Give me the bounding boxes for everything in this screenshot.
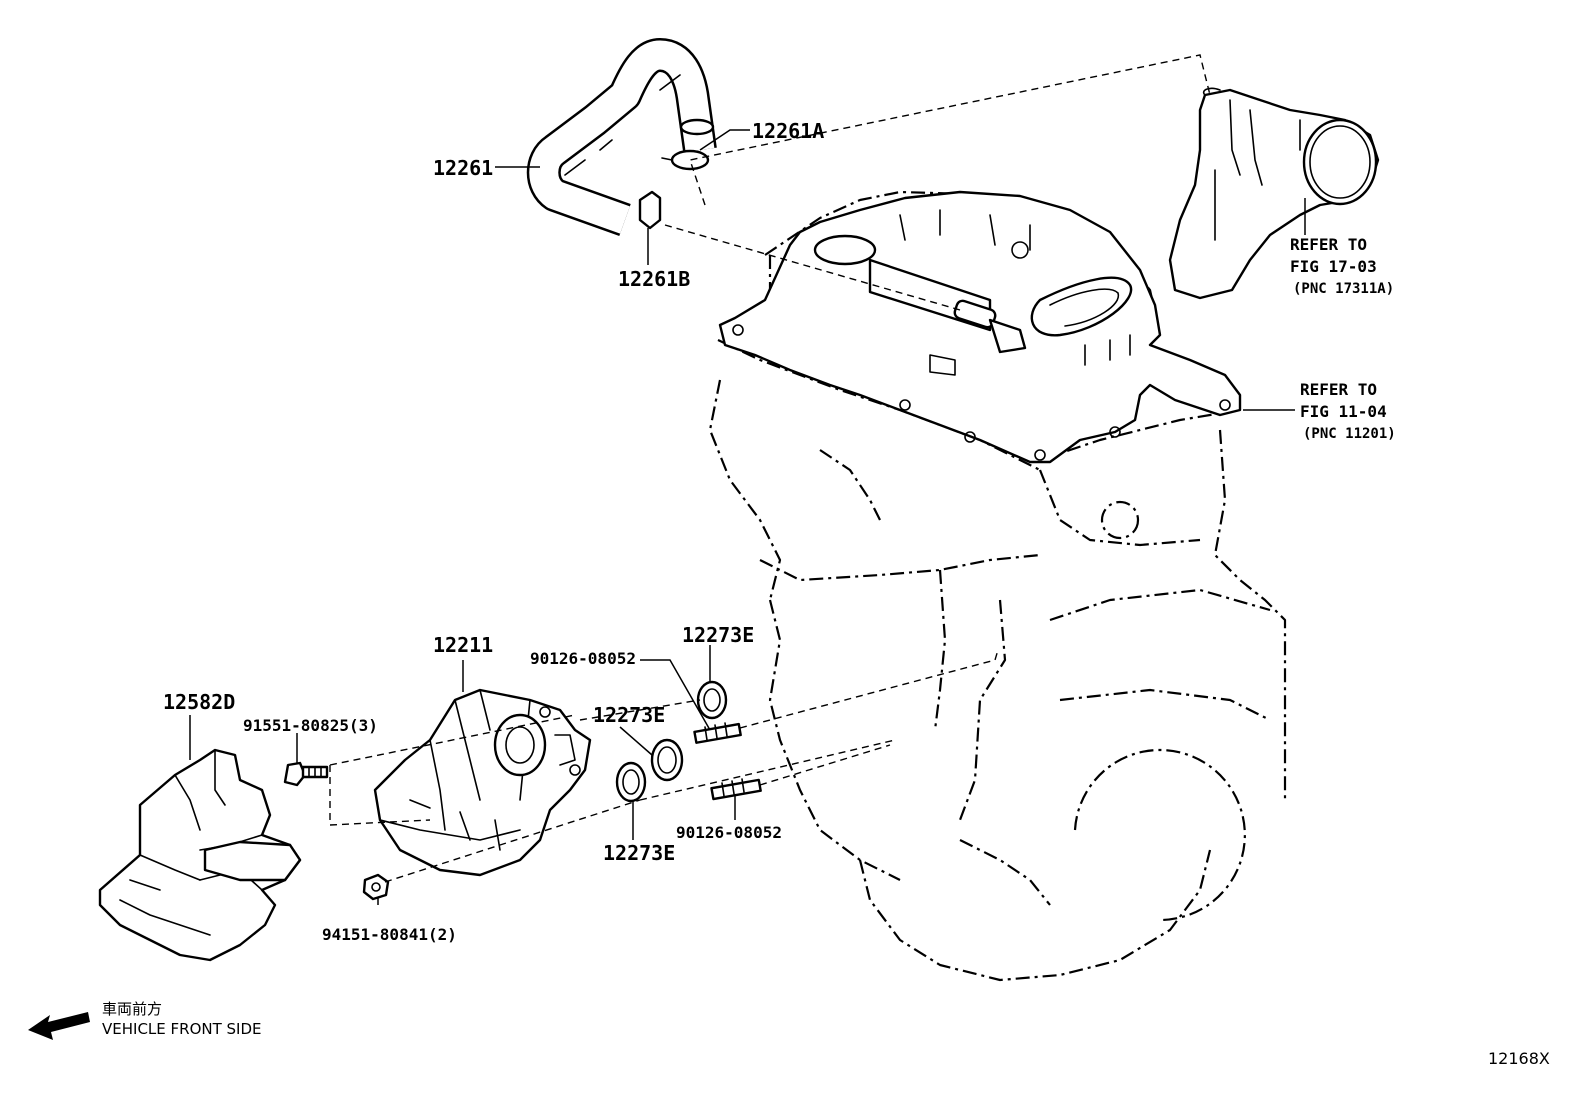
bolt-91551 xyxy=(283,761,329,787)
label-pump-12211: 12211 xyxy=(433,633,493,657)
ref-intake-line3: (PNC 17311A) xyxy=(1293,281,1394,297)
label-clamp-12261b: 12261B xyxy=(618,267,690,291)
leader-lines xyxy=(189,129,1306,905)
label-hose-12261: 12261 xyxy=(433,156,493,180)
direction-en: VEHICLE FRONT SIDE xyxy=(102,1020,262,1038)
ref-engine-line3: (PNC 11201) xyxy=(1303,426,1396,442)
assembly-lines xyxy=(329,54,1211,883)
insulator-12582d xyxy=(98,748,302,962)
ref-engine-line1: REFER TO xyxy=(1300,380,1377,399)
label-nut: 94151-80841(2) xyxy=(322,925,457,944)
intake-pipe xyxy=(1168,87,1380,300)
direction-jp: 車両前方 xyxy=(102,1000,162,1018)
figure-code: 12168X xyxy=(1488,1049,1550,1068)
gasket-mid xyxy=(650,738,684,782)
water-pump-12211 xyxy=(373,688,592,877)
hose-12261 xyxy=(526,38,717,237)
front-arrow-icon xyxy=(28,1012,90,1040)
label-stud-upper: 90126-08052 xyxy=(530,649,636,668)
nut-94151 xyxy=(362,873,390,901)
label-insulator-12582d: 12582D xyxy=(163,690,235,714)
ref-intake-line1: REFER TO xyxy=(1290,235,1367,254)
label-bolt: 91551-80825(3) xyxy=(243,716,378,735)
clamp-12261b xyxy=(638,190,662,230)
cylinder-head xyxy=(718,190,1242,464)
label-clamp-12261a: 12261A xyxy=(752,119,824,143)
label-clamp-e-mid: 12273E xyxy=(593,703,665,727)
ref-intake-line2: FIG 17-03 xyxy=(1290,257,1377,276)
gasket-top xyxy=(696,680,728,720)
label-stud-lower: 90126-08052 xyxy=(676,823,782,842)
stud-upper xyxy=(693,722,742,744)
front-direction-indicator: 車両前方 VEHICLE FRONT SIDE xyxy=(28,1000,262,1040)
label-clamp-e-bottom: 12273E xyxy=(603,841,675,865)
stud-lower xyxy=(710,778,762,801)
ref-engine-line2: FIG 11-04 xyxy=(1300,402,1387,421)
clamp-12261a xyxy=(661,149,710,171)
label-clamp-e-top: 12273E xyxy=(682,623,754,647)
gasket-bottom xyxy=(615,761,647,803)
